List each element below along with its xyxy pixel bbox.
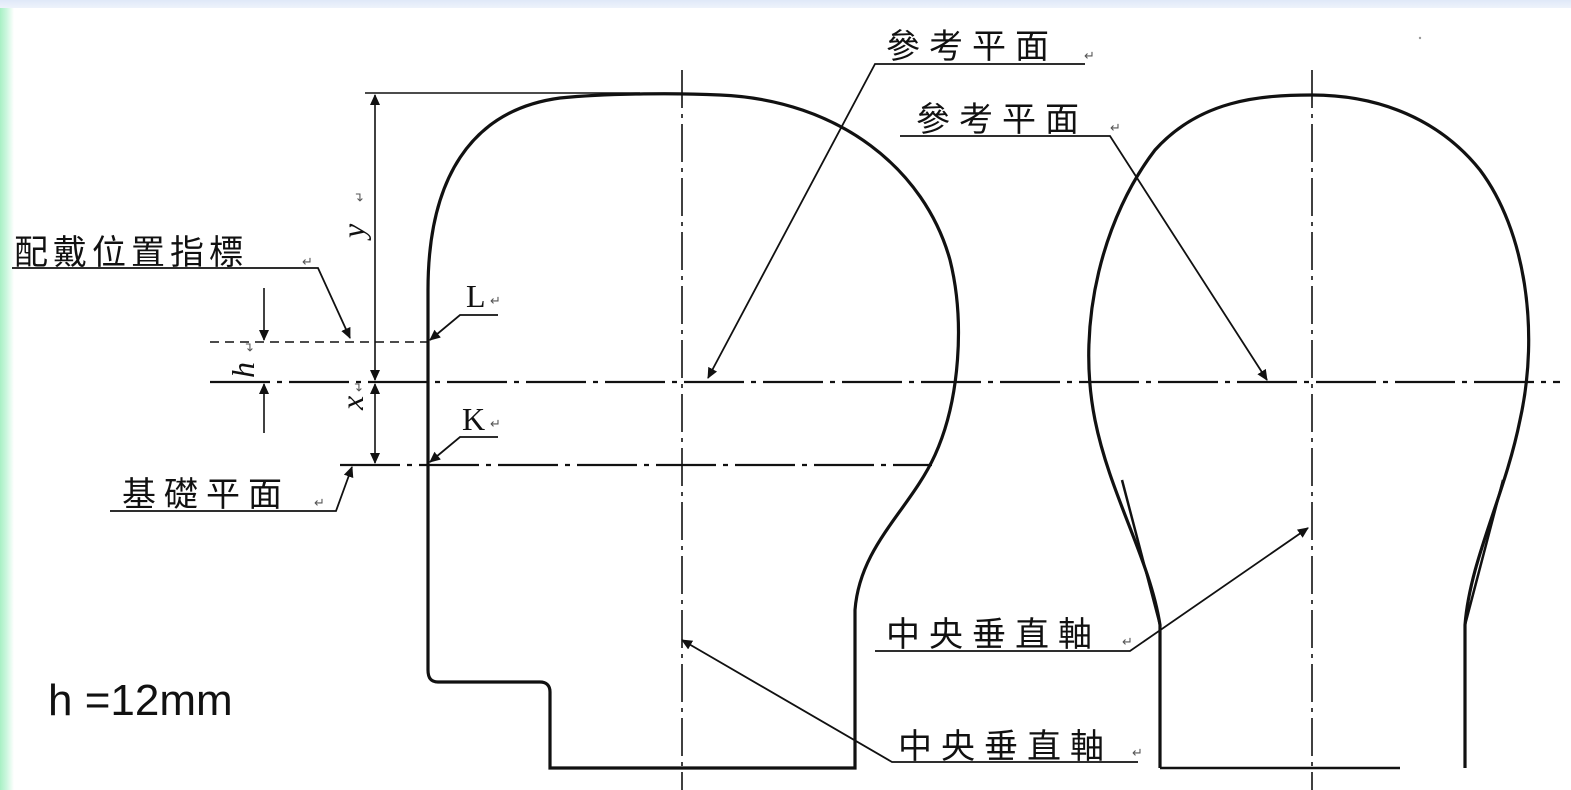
label-base-plane: 基礎平面 (122, 475, 290, 515)
front-neck-line-right (1463, 479, 1505, 626)
front-neck-line-left (1120, 479, 1162, 626)
leader-wearing-position (12, 267, 351, 339)
leader-central-axis-1 (875, 527, 1309, 652)
return-mark: ↵ (353, 191, 368, 202)
leader-central-axis-2 (681, 639, 1138, 763)
return-mark: ↵ (314, 496, 325, 511)
return-mark: ↵ (490, 294, 501, 309)
top-band (0, 0, 1571, 8)
front-head-outline (1087, 93, 1531, 768)
return-mark: ↵ (1110, 121, 1121, 136)
label-reference-plane-2: 參考平面 (916, 100, 1088, 140)
speck-dot (1418, 36, 1422, 40)
label-wearing-position-index: 配戴位置指標 (14, 233, 248, 273)
leader-K (429, 436, 498, 463)
label-reference-plane-1: 參考平面 (886, 27, 1058, 67)
label-central-vertical-axis-1: 中央垂直軸 (886, 615, 1101, 655)
return-mark: ↵ (352, 381, 367, 392)
leader-L (429, 314, 498, 341)
label-point-K: K (462, 401, 485, 437)
return-mark: ↵ (490, 417, 501, 432)
return-mark: ↵ (1122, 635, 1133, 650)
label-dimension-h: h (225, 362, 261, 378)
note-h-value: h =12mm (48, 676, 233, 725)
side-head-outline (426, 92, 960, 770)
return-mark: ↵ (1132, 746, 1143, 761)
leader-reference-plane-1 (707, 63, 1085, 379)
label-dimension-y: y (335, 223, 371, 241)
return-mark: ↵ (243, 341, 258, 352)
label-central-vertical-axis-2: 中央垂直軸 (898, 727, 1113, 767)
return-mark: ↵ (302, 255, 313, 270)
label-dimension-x: x (334, 396, 370, 411)
leader-base-plane (110, 466, 354, 512)
leader-reference-plane-2 (900, 135, 1268, 381)
return-mark: ↵ (1084, 49, 1095, 64)
label-point-L: L (466, 278, 486, 314)
